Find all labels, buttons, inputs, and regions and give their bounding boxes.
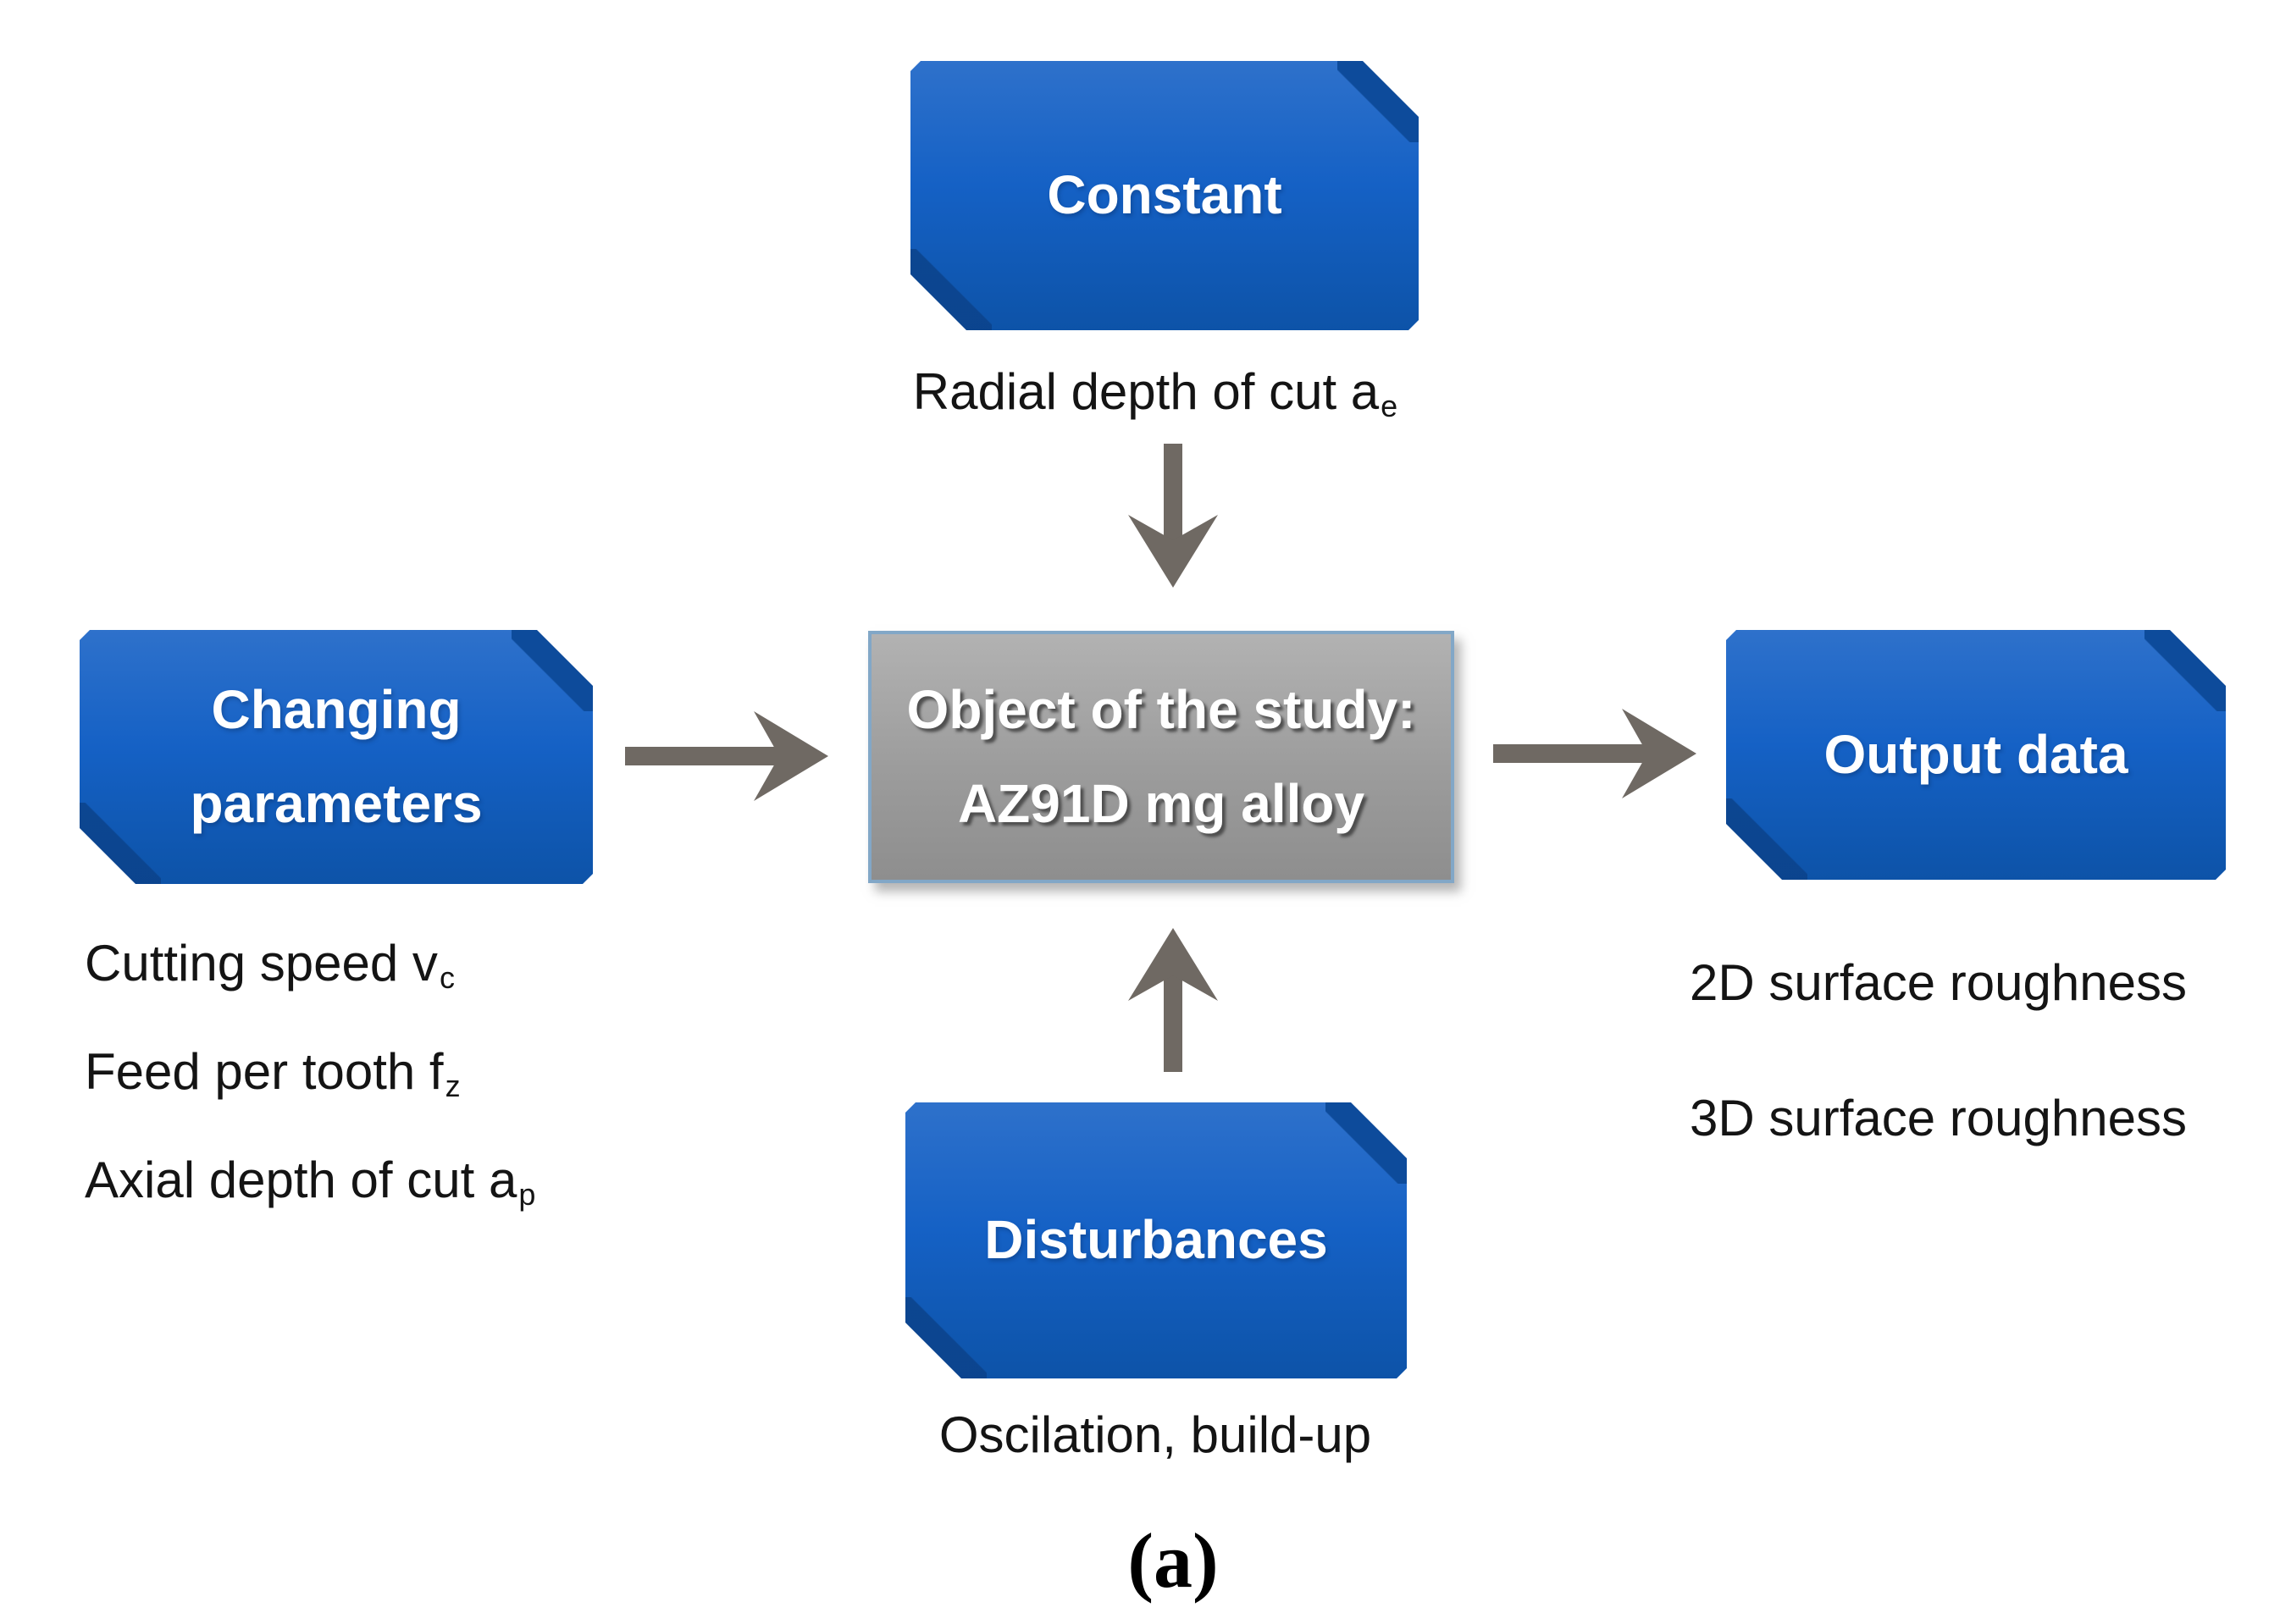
arrow-right-icon (625, 711, 828, 801)
folded-corner-decoration (905, 1297, 987, 1378)
constant-node-label: Constant (1047, 164, 1282, 226)
changing-parameters-label-line2: parameters (190, 773, 483, 834)
axial-depth-text: Axial depth of cut a (85, 1152, 517, 1208)
changing-item-cutting-speed: Cutting speed vc (85, 935, 455, 995)
radial-depth-subscript: e (1381, 388, 1398, 423)
disturbances-node: Disturbances (905, 1102, 1407, 1378)
feed-per-tooth-text: Feed per tooth f (85, 1043, 444, 1100)
output-item-2d-roughness: 2D surface roughness (1690, 954, 2187, 1011)
folded-corner-decoration (2144, 630, 2226, 711)
folded-corner-decoration (910, 249, 992, 330)
folded-corner-decoration (1726, 798, 1807, 880)
cutting-speed-text: Cutting speed v (85, 935, 438, 992)
cutting-speed-subscript: c (439, 959, 455, 995)
arrow-down-icon (1128, 444, 1218, 588)
changing-item-feed-per-tooth: Feed per tooth fz (85, 1043, 461, 1103)
changing-parameters-node: Changing parameters (80, 630, 593, 884)
object-of-study-label-line2: AZ91D mg alloy (957, 773, 1365, 834)
object-of-study-node: Object of the study: AZ91D mg alloy (868, 631, 1454, 883)
folded-corner-decoration (512, 630, 593, 711)
folded-corner-decoration (1337, 61, 1419, 142)
feed-per-tooth-subscript: z (445, 1068, 461, 1103)
object-of-study-label-line1: Object of the study: (906, 678, 1416, 740)
folded-corner-decoration (1325, 1102, 1407, 1184)
figure-caption: (a) (1127, 1517, 1219, 1604)
axial-depth-subscript: p (518, 1176, 536, 1212)
disturbances-label: Disturbances (984, 1209, 1328, 1271)
changing-parameters-label-line1: Changing (211, 678, 462, 740)
radial-depth-label: Radial depth of cut ae (859, 363, 1452, 423)
folded-corner-decoration (80, 803, 161, 884)
constant-node: Constant (910, 61, 1419, 330)
radial-depth-text: Radial depth of cut a (912, 363, 1380, 420)
arrow-right-icon (1493, 709, 1696, 798)
output-item-3d-roughness: 3D surface roughness (1690, 1090, 2187, 1146)
changing-item-axial-depth: Axial depth of cut ap (85, 1152, 535, 1211)
output-data-label: Output data (1823, 723, 2128, 785)
output-data-node: Output data (1726, 630, 2226, 880)
arrow-up-icon (1128, 928, 1218, 1072)
disturbances-note-label: Oscilation, build-up (938, 1406, 1372, 1463)
